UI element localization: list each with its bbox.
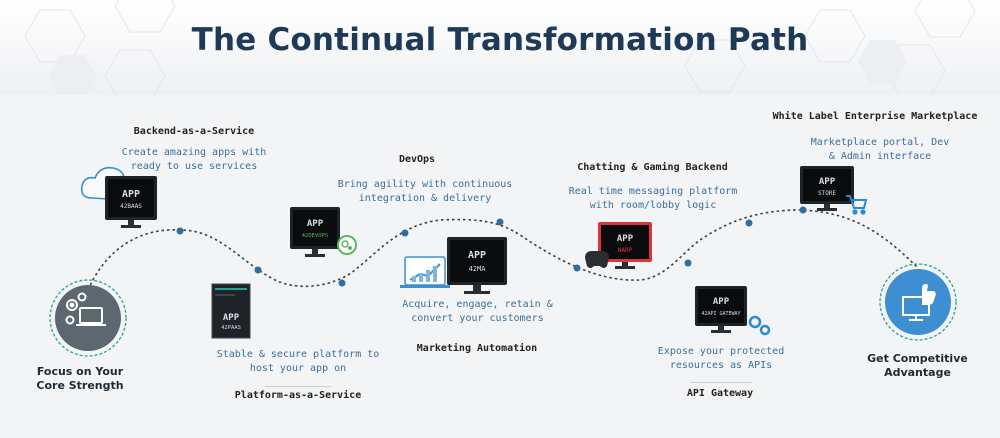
head-gears-icon <box>337 235 357 255</box>
path-dot <box>745 219 753 227</box>
stage-desc-devops: Bring agility with continuous integratio… <box>330 178 520 206</box>
path-curve <box>87 209 919 291</box>
stage-desc-text: Acquire, engage, retain & convert your c… <box>402 299 553 324</box>
svg-text:APP: APP <box>617 234 634 244</box>
laptop-chart-icon <box>404 256 446 286</box>
stage-desc-text: Create amazing apps with ready to use se… <box>121 147 267 172</box>
svg-text:APP: APP <box>468 250 486 261</box>
gears-laptop-icon <box>65 292 106 326</box>
baas-illustration: APP 42BAAS <box>80 166 157 228</box>
end-node <box>879 263 957 341</box>
header-banner: The Continual Transformation Path <box>0 0 1000 95</box>
stage-desc-text: Marketplace portal, Dev & Admin interfac… <box>810 137 950 162</box>
svg-text:42BAAS: 42BAAS <box>120 203 142 210</box>
svg-text:APP: APP <box>223 313 240 323</box>
path-dot <box>254 266 262 274</box>
gears-icon <box>748 315 771 336</box>
path-dots <box>176 206 807 287</box>
stage-heading-baas: Backend-as-a-Service <box>133 126 255 137</box>
stage-desc-gaming: Real time messaging platform with room/l… <box>558 185 748 213</box>
svg-text:STORE: STORE <box>818 190 836 197</box>
stage-desc-paas: Stable & secure platform to host your ap… <box>198 348 398 376</box>
divider <box>690 382 752 383</box>
path-dot <box>799 206 807 214</box>
devops-illustration: APP 42DEVOPS <box>290 207 357 257</box>
end-label: Get Competitive Advantage <box>850 352 985 380</box>
stage-heading-paas: Platform-as-a-Service <box>234 390 362 401</box>
svg-text:APP: APP <box>713 297 730 307</box>
stage-heading-gaming: Chatting & Gaming Backend <box>577 162 728 173</box>
marketplace-illustration: APP STORE <box>800 166 868 215</box>
stage-desc-text: Bring agility with continuous integratio… <box>337 179 513 204</box>
path-dot <box>684 259 692 267</box>
svg-text:42PAAS: 42PAAS <box>221 325 241 331</box>
stage-heading-api: API Gateway <box>686 388 754 399</box>
stage-desc-text: Stable & secure platform to host your ap… <box>216 349 380 374</box>
api-gateway-illustration: APP 42API GATEWAY <box>695 286 771 336</box>
paas-illustration: APP 42PAAS <box>211 283 251 339</box>
transformation-path: APP 42BAAS APP 42PAAS APP 42DEVOPS <box>0 95 1000 438</box>
thumbs-up-monitor-icon <box>902 283 936 321</box>
svg-text:42API GATEWAY: 42API GATEWAY <box>701 311 740 317</box>
svg-text:WARP: WARP <box>618 247 633 254</box>
start-label: Focus on Your Core Strength <box>15 365 145 393</box>
svg-text:APP: APP <box>122 189 140 200</box>
hexagon-pattern <box>24 0 976 95</box>
gamepad-icon <box>585 251 609 268</box>
stage-heading-marketplace: White Label Enterprise Marketplace <box>772 111 978 122</box>
stage-heading-marketing: Marketing Automation <box>416 343 538 354</box>
page-title: The Continual Transformation Path <box>191 22 809 58</box>
stage-desc-marketplace: Marketplace portal, Dev & Admin interfac… <box>790 136 970 164</box>
stage-heading-devops: DevOps <box>398 154 436 165</box>
stage-desc-api: Expose your protected resources as APIs <box>636 345 806 373</box>
stage-desc-text: Real time messaging platform with room/l… <box>568 186 738 211</box>
path-dot <box>573 264 581 272</box>
path-dot <box>338 279 346 287</box>
svg-text:42DEVOPS: 42DEVOPS <box>302 233 329 239</box>
start-node <box>49 279 127 357</box>
divider <box>265 386 331 387</box>
svg-text:APP: APP <box>819 177 836 187</box>
stage-desc-text: Expose your protected resources as APIs <box>657 346 785 371</box>
end-label-text: Get Competitive Advantage <box>867 352 968 379</box>
shopping-cart-icon <box>846 195 868 215</box>
stage-desc-baas: Create amazing apps with ready to use se… <box>103 146 285 174</box>
svg-text:42MA: 42MA <box>469 265 487 273</box>
start-label-text: Focus on Your Core Strength <box>36 365 124 392</box>
path-dot <box>176 227 184 235</box>
stage-desc-marketing: Acquire, engage, retain & convert your c… <box>395 298 560 326</box>
path-diagram: APP 42BAAS APP 42PAAS APP 42DEVOPS <box>49 166 957 357</box>
marketing-illustration: APP 42MA <box>400 237 507 294</box>
gaming-illustration: APP WARP <box>585 222 652 269</box>
path-dot <box>496 218 504 226</box>
path-dot <box>401 229 409 237</box>
svg-text:APP: APP <box>307 219 324 229</box>
